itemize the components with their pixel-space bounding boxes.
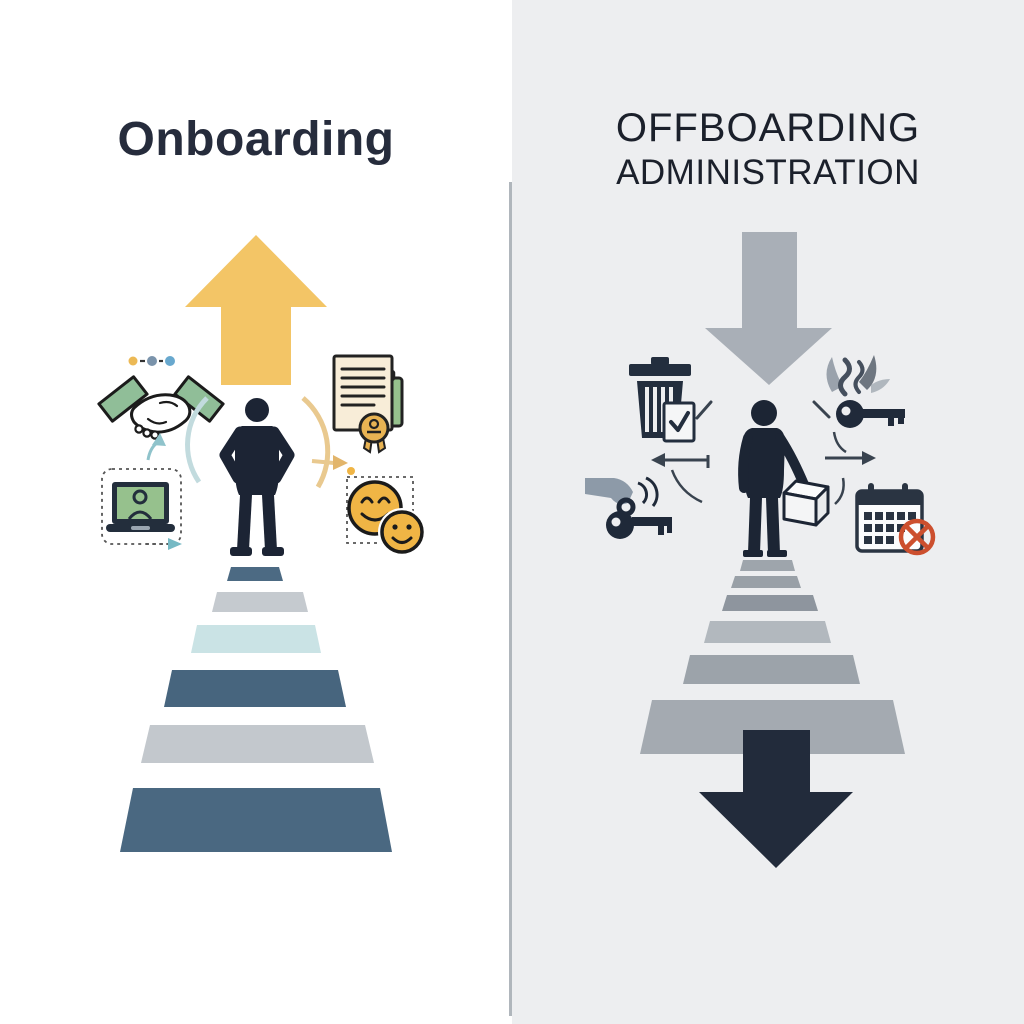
calendar-cancelled-icon: [855, 483, 936, 556]
video-call-laptop-icon: [101, 468, 182, 550]
onboarding-panel: Onboarding: [97, 113, 426, 852]
path-step: [683, 655, 860, 684]
path-step: [740, 560, 795, 571]
path-step: [227, 567, 283, 581]
belongings-box-icon: [782, 479, 830, 527]
up-arrow: [185, 235, 327, 385]
milestone-dots-icon: [128, 356, 175, 366]
path-step: [731, 576, 801, 588]
path-step: [722, 595, 818, 611]
down-arrow-dark: [699, 730, 853, 868]
path-step: [141, 725, 374, 763]
onboarding-path-steps: [120, 567, 392, 852]
offboarding-path-steps: [640, 560, 905, 754]
offboarding-title-line2: ADMINISTRATION: [616, 153, 920, 192]
path-step: [164, 670, 346, 707]
checkmark-icon: [669, 411, 690, 432]
path-step: [120, 788, 392, 852]
offboarding-illustration: [585, 232, 936, 868]
cancel-icon: [898, 518, 936, 556]
onboarding-person: [219, 398, 295, 556]
onboarding-title: Onboarding: [117, 113, 395, 166]
down-arrow-gray: [705, 232, 832, 385]
path-step: [704, 621, 831, 643]
offboarding-panel: OFFBOARDING ADMINISTRATION: [512, 0, 1024, 1024]
path-step: [640, 700, 905, 754]
trash-disposal-icon: [629, 357, 713, 443]
deactivated-key-icon: [812, 355, 905, 428]
dashed-arrow-right-icon: [168, 538, 182, 550]
panel-divider: [509, 182, 514, 1016]
flow-arc-right: [301, 396, 348, 489]
offboarding-title: OFFBOARDING ADMINISTRATION: [512, 104, 1024, 194]
offboarding-person: [738, 400, 810, 557]
flow-arc-left: [146, 396, 209, 484]
path-step: [212, 592, 308, 612]
certificate-document-icon: [332, 354, 404, 454]
happy-faces-icon: [346, 467, 426, 556]
onboarding-illustration: [97, 235, 426, 852]
connector-arrow-left: [651, 453, 710, 504]
handshake-icon: [97, 375, 225, 440]
key-handover-icon: [585, 476, 672, 539]
offboarding-title-line1: OFFBOARDING: [615, 106, 921, 150]
connector-arrow-right: [825, 431, 876, 505]
path-step: [191, 625, 321, 653]
